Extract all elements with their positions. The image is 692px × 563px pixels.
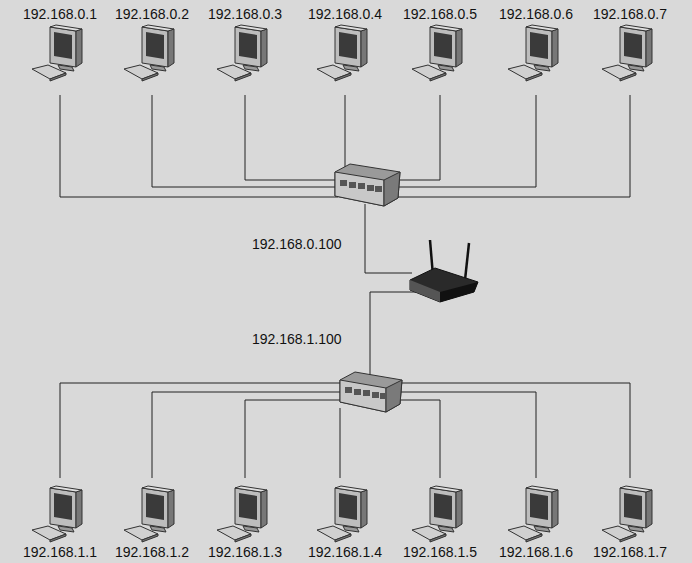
router-interface-ip: 192.168.0.100 xyxy=(250,236,344,252)
computer-node: 192.168.1.1 xyxy=(10,484,110,561)
computer-node: 192.168.1.3 xyxy=(195,484,295,561)
ip-address: 192.168.1.2 xyxy=(102,544,202,561)
computer-icon xyxy=(120,484,184,544)
ip-address: 192.168.1.6 xyxy=(486,544,586,561)
computer-icon xyxy=(408,23,472,83)
router-interface-ip: 192.168.1.100 xyxy=(250,331,344,347)
computer-icon xyxy=(504,484,568,544)
ip-address: 192.168.0.4 xyxy=(295,6,395,23)
ip-address: 192.168.0.5 xyxy=(390,6,490,23)
computer-icon xyxy=(313,484,377,544)
computer-icon xyxy=(28,23,92,83)
ip-address: 192.168.1.5 xyxy=(390,544,490,561)
ip-address: 192.168.0.1 xyxy=(10,6,110,23)
computer-node: 192.168.1.6 xyxy=(486,484,586,561)
computer-icon xyxy=(213,484,277,544)
computer-icon xyxy=(504,23,568,83)
computer-node: 192.168.0.6 xyxy=(486,6,586,83)
computer-node: 192.168.0.3 xyxy=(195,6,295,83)
switch-bottom xyxy=(340,372,402,412)
switch-top xyxy=(335,164,400,206)
computer-icon xyxy=(28,484,92,544)
computer-node: 192.168.0.7 xyxy=(580,6,680,83)
computer-icon xyxy=(598,23,662,83)
computer-node: 192.168.1.2 xyxy=(102,484,202,561)
computer-icon xyxy=(213,23,277,83)
computer-node: 192.168.0.1 xyxy=(10,6,110,83)
computer-icon xyxy=(313,23,377,83)
computer-node: 192.168.0.5 xyxy=(390,6,490,83)
computer-node: 192.168.1.7 xyxy=(580,484,680,561)
computer-node: 192.168.1.5 xyxy=(390,484,490,561)
ip-address: 192.168.0.7 xyxy=(580,6,680,23)
ip-address: 192.168.1.3 xyxy=(195,544,295,561)
ip-address: 192.168.0.2 xyxy=(102,6,202,23)
computer-node: 192.168.1.4 xyxy=(295,484,395,561)
ip-address: 192.168.0.6 xyxy=(486,6,586,23)
ip-address: 192.168.0.3 xyxy=(195,6,295,23)
computer-node: 192.168.0.4 xyxy=(295,6,395,83)
computer-icon xyxy=(408,484,472,544)
computer-node: 192.168.0.2 xyxy=(102,6,202,83)
computer-icon xyxy=(120,23,184,83)
computer-icon xyxy=(598,484,662,544)
ip-address: 192.168.1.1 xyxy=(10,544,110,561)
router xyxy=(410,240,478,302)
ip-address: 192.168.1.4 xyxy=(295,544,395,561)
ip-address: 192.168.1.7 xyxy=(580,544,680,561)
